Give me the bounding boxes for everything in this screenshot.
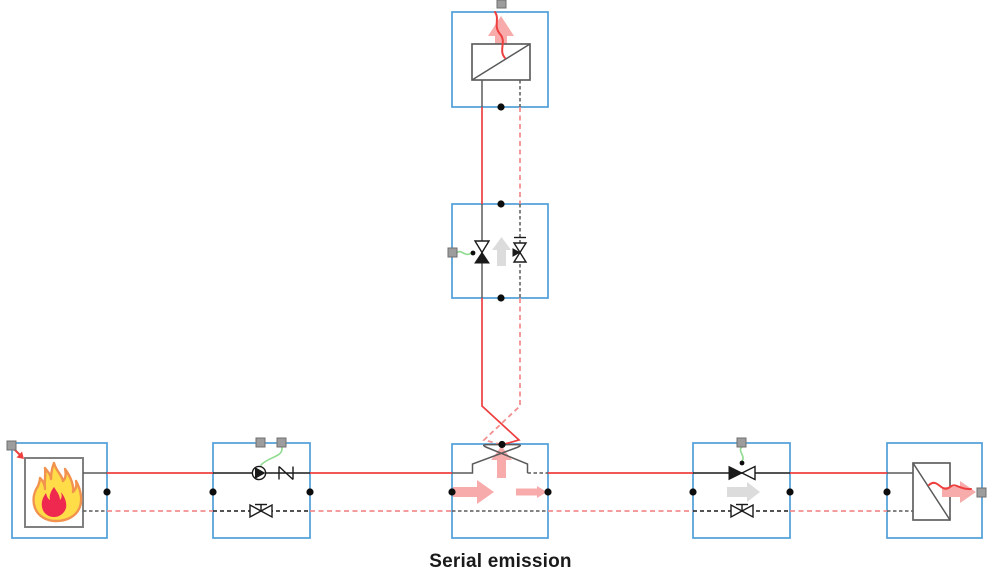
bus-arrow-icon [14,449,24,459]
shutoff-valve-icon [730,503,754,519]
flow-right-arrow-small-icon [516,486,547,498]
port-dot[interactable] [497,294,505,302]
valve-signal-wire [739,446,744,462]
flow-resistance-icon [278,465,294,481]
pipe-supply-crossover[interactable] [481,298,521,446]
valve-signal-dot [739,460,745,466]
boiler-content [14,449,107,528]
block-pump-unit[interactable] [212,442,311,539]
pump-icon [251,465,267,481]
port-dot[interactable] [209,488,217,496]
valve-unit-middle-content [456,204,528,298]
port-dot[interactable] [497,103,505,111]
flame-icon [32,461,83,523]
port-dot[interactable] [448,488,456,496]
control-valve-icon [473,240,491,264]
flow-up-arrow-gray-stem [497,249,506,266]
port-dot[interactable] [497,200,505,208]
check-valve-icon [512,236,528,263]
port-dot[interactable] [544,488,552,496]
port-dot[interactable] [498,440,506,449]
flow-right-arrow-big-icon [453,480,494,504]
two-way-valve-icon [728,465,756,481]
flow-up-arrow-gray-icon [492,237,511,250]
pipe-return-crossover[interactable] [482,298,521,446]
pump-top-connector-right[interactable] [276,437,287,448]
radiator-diagonal [471,43,531,81]
diagram-caption: Serial emission [429,551,572,572]
hx-diagonal [912,462,951,521]
port-dot[interactable] [306,488,314,496]
pump-signal-wire [260,447,283,466]
pump-unit-content [213,447,310,519]
port-dot[interactable] [786,488,794,496]
valve-unit-right-content [693,446,790,519]
signal-wire [456,250,472,256]
radiator-top-connector[interactable] [496,0,507,9]
port-dot[interactable] [883,488,891,496]
port-dot[interactable] [103,488,111,496]
shutoff-valve-icon [249,503,273,519]
junction-right-crossover [482,443,529,473]
port-dot[interactable] [689,488,697,496]
junction-left-crossover [452,443,522,474]
signal-junction-dot [470,250,476,256]
heat-wave-icon [494,11,506,59]
boiler-corner-connector[interactable] [6,440,17,451]
radiator-icon [471,11,531,107]
heat-wave-icon [928,481,972,491]
heat-out-arrow-icon [942,481,976,503]
flow-junction-content [452,443,548,512]
pump-top-connector-left[interactable] [255,437,266,448]
hx-right-connector[interactable] [976,487,987,498]
flow-right-arrow-gray-icon [727,482,760,502]
valve-top-connector[interactable] [736,437,747,448]
heat-exchanger-content [887,462,976,521]
middle-left-connector[interactable] [447,247,458,258]
